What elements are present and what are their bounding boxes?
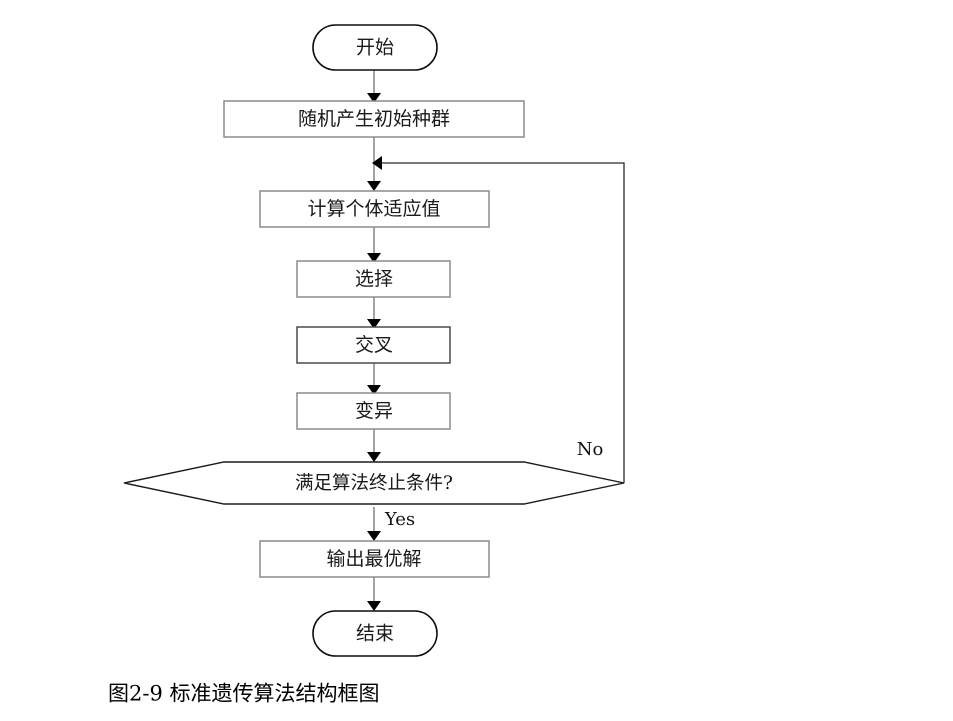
arrowhead-feedback-loop bbox=[372, 156, 382, 170]
selection-shape bbox=[296, 260, 451, 298]
start-shape bbox=[312, 24, 438, 71]
node-mutation[interactable]: 变异 bbox=[296, 392, 451, 430]
node-crossover[interactable]: 交叉 bbox=[296, 326, 451, 364]
node-start[interactable]: 开始 bbox=[312, 24, 438, 71]
end-label: 结束 bbox=[356, 623, 394, 645]
crossover-shape bbox=[296, 326, 451, 364]
arrowhead-selection bbox=[367, 253, 381, 263]
crossover-label: 交叉 bbox=[355, 334, 393, 356]
arrowhead-mutation bbox=[367, 385, 381, 395]
end-shape bbox=[312, 610, 438, 657]
node-fitness[interactable]: 计算个体适应值 bbox=[259, 190, 490, 228]
mutation-label: 变异 bbox=[355, 400, 393, 422]
decision-label: 满足算法终止条件? bbox=[295, 473, 453, 494]
node-decision[interactable]: 满足算法终止条件? bbox=[123, 461, 625, 505]
selection-label: 选择 bbox=[355, 268, 393, 290]
figure-caption: 图2-9 标准遗传算法结构框图 bbox=[108, 682, 380, 706]
edge-label-yes: Yes bbox=[384, 509, 415, 530]
decision-shape bbox=[123, 461, 625, 505]
mutation-shape bbox=[296, 392, 451, 430]
arrowhead-fitness bbox=[367, 181, 381, 191]
init-population-label: 随机产生初始种群 bbox=[298, 108, 450, 130]
output-shape bbox=[259, 540, 490, 578]
arrowhead-decision bbox=[367, 452, 381, 462]
arrowhead-end bbox=[367, 601, 381, 611]
connector-layer bbox=[367, 70, 625, 611]
init-population-shape bbox=[223, 100, 525, 138]
arrowhead-crossover bbox=[367, 319, 381, 329]
node-init-population[interactable]: 随机产生初始种群 bbox=[223, 100, 525, 138]
edge-label-no: No bbox=[577, 439, 604, 460]
connector-no-feedback-loop bbox=[380, 162, 625, 483]
node-output[interactable]: 输出最优解 bbox=[259, 540, 490, 578]
fitness-shape bbox=[259, 190, 490, 228]
node-end[interactable]: 结束 bbox=[312, 610, 438, 657]
fitness-label: 计算个体适应值 bbox=[307, 198, 440, 220]
node-selection[interactable]: 选择 bbox=[296, 260, 451, 298]
arrowhead-init bbox=[367, 93, 381, 103]
arrowhead-output bbox=[367, 531, 381, 541]
start-label: 开始 bbox=[356, 37, 394, 59]
output-label: 输出最优解 bbox=[326, 548, 421, 570]
